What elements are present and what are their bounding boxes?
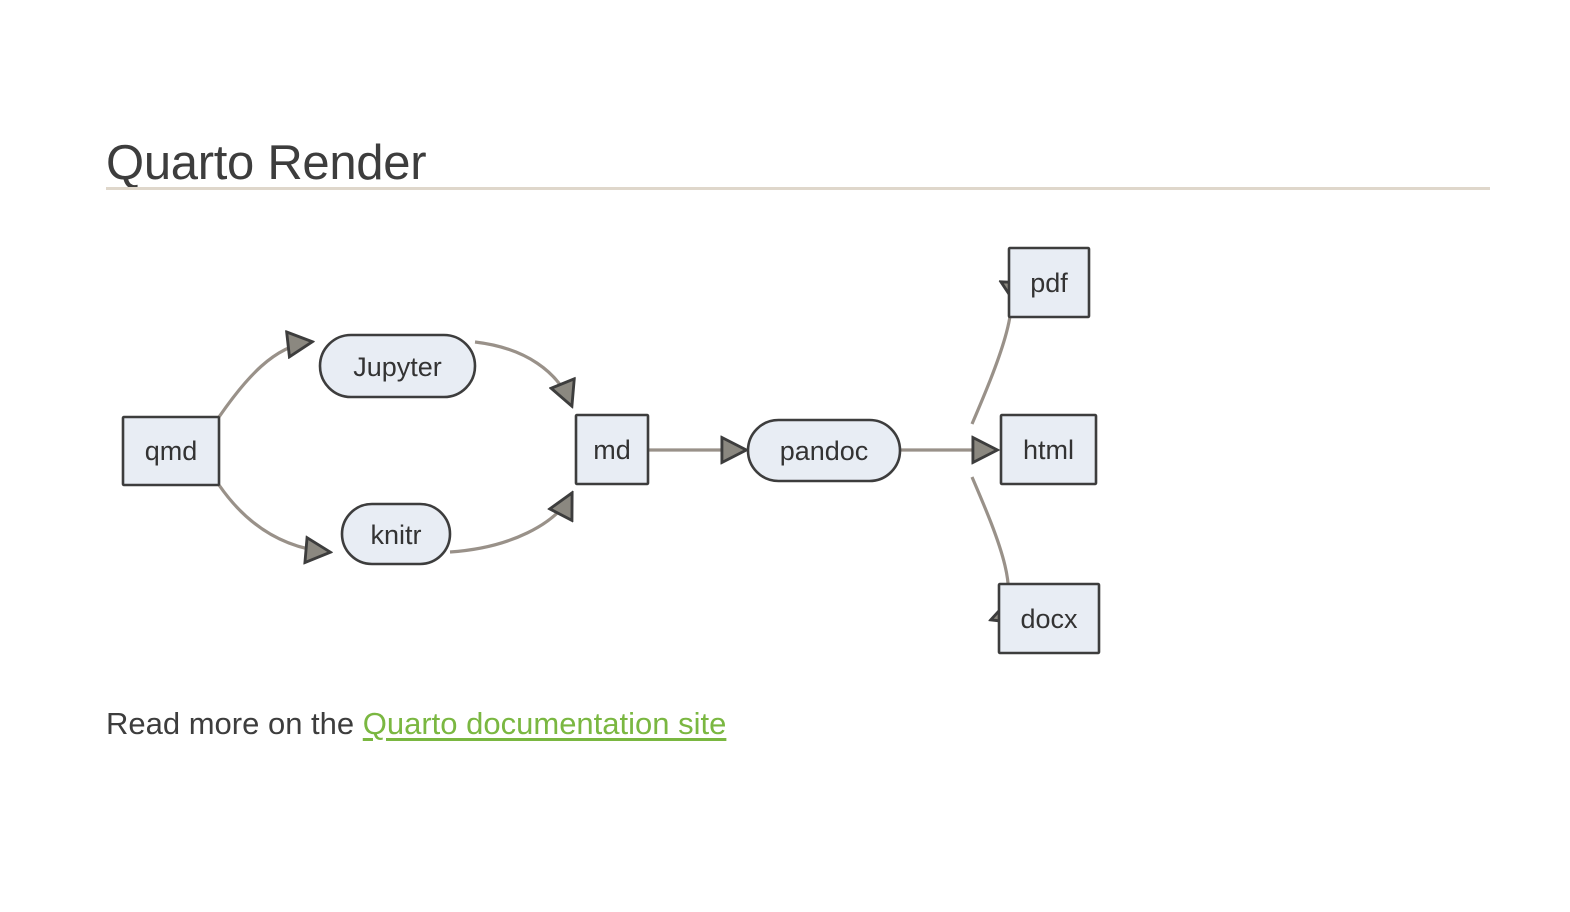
node-docx-label: docx bbox=[1020, 604, 1078, 634]
page-title: Quarto Render bbox=[106, 135, 427, 190]
flowchart-nodes: qmd Jupyter knitr md pandoc bbox=[121, 246, 1101, 655]
node-md-shape[interactable] bbox=[574, 413, 650, 486]
node-docx[interactable]: docx bbox=[997, 582, 1101, 655]
quarto-documentation-link[interactable]: Quarto documentation site bbox=[362, 706, 727, 741]
node-knitr[interactable]: knitr bbox=[340, 502, 452, 566]
edge-knitr-md bbox=[449, 495, 571, 554]
node-qmd[interactable]: qmd bbox=[121, 415, 221, 487]
node-knitr-label: knitr bbox=[370, 520, 421, 550]
node-knitr-shape[interactable] bbox=[340, 502, 452, 566]
edge-pandoc-pdf bbox=[970, 283, 1011, 425]
quarto-render-flowchart: qmd Jupyter knitr md pandoc bbox=[106, 218, 1166, 668]
edge-qmd-jupyter bbox=[217, 342, 310, 418]
node-pandoc-label: pandoc bbox=[780, 436, 869, 466]
node-html-shape[interactable] bbox=[999, 413, 1098, 486]
node-html-label: html bbox=[1023, 435, 1074, 465]
node-jupyter-shape[interactable] bbox=[318, 333, 477, 399]
node-pandoc[interactable]: pandoc bbox=[746, 418, 902, 483]
read-more-prefix: Read more on the bbox=[106, 706, 363, 741]
node-md[interactable]: md bbox=[574, 413, 650, 486]
edge-jupyter-md bbox=[474, 340, 571, 404]
node-qmd-label: qmd bbox=[145, 436, 198, 466]
node-pdf-shape[interactable] bbox=[1007, 246, 1091, 319]
edge-qmd-knitr bbox=[217, 484, 328, 552]
title-divider bbox=[106, 187, 1490, 190]
node-jupyter-label: Jupyter bbox=[353, 352, 442, 382]
node-qmd-shape[interactable] bbox=[121, 415, 221, 487]
node-docx-shape[interactable] bbox=[997, 582, 1101, 655]
read-more-paragraph: Read more on the Quarto documentation si… bbox=[106, 703, 726, 745]
node-jupyter[interactable]: Jupyter bbox=[318, 333, 477, 399]
flowchart-edges bbox=[217, 283, 1011, 619]
node-html[interactable]: html bbox=[999, 413, 1098, 486]
node-md-label: md bbox=[593, 435, 631, 465]
node-pdf-label: pdf bbox=[1030, 268, 1068, 298]
node-pdf[interactable]: pdf bbox=[1007, 246, 1091, 319]
node-pandoc-shape[interactable] bbox=[746, 418, 902, 483]
